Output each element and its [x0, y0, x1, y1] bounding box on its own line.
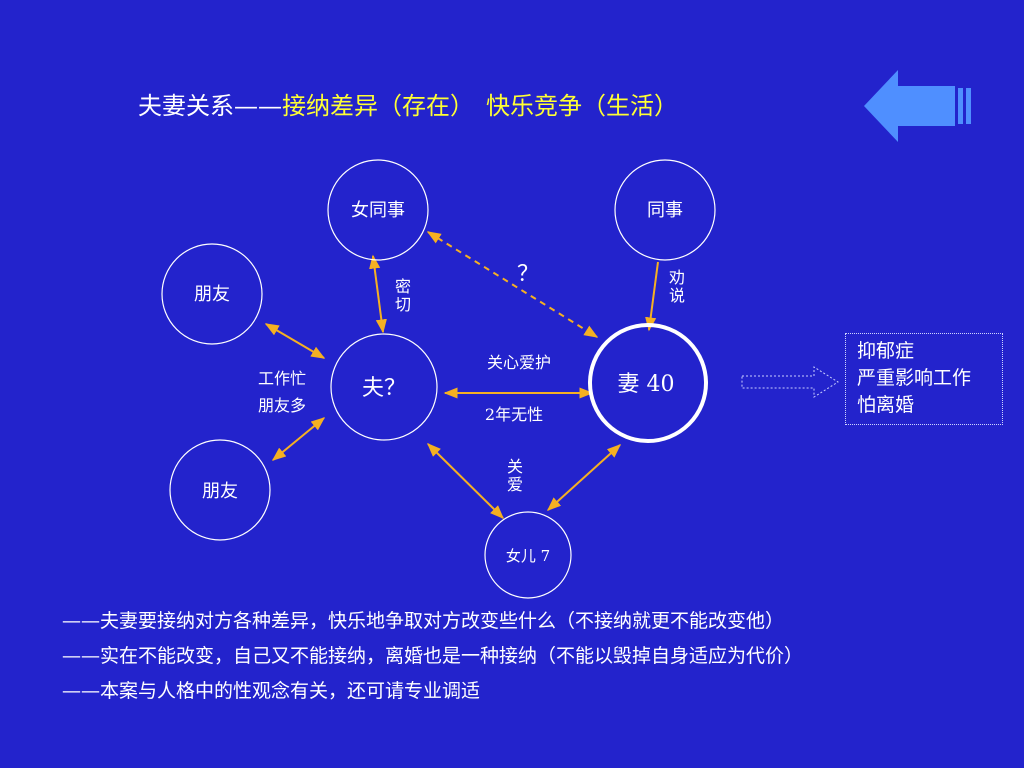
note-line: ——实在不能改变，自己又不能接纳，离婚也是一种接纳（不能以毁掉自身适应为代价）	[62, 645, 804, 667]
edge-female-colleague-wife-dashed	[426, 231, 599, 338]
label-care-1: 关	[507, 457, 523, 476]
label-care-love: 关心爱护	[487, 353, 551, 372]
label-question: ？	[517, 262, 539, 287]
node-daughter-label: 女儿 7	[506, 547, 550, 565]
hollow-right-arrow-icon	[741, 366, 839, 398]
label-busy-work: 工作忙	[258, 369, 306, 388]
node-wife: 妻 40	[588, 323, 708, 443]
node-friend-top: 朋友	[161, 243, 263, 345]
edge-husband-daughter	[427, 443, 504, 519]
label-persuade-1: 劝	[669, 268, 685, 287]
label-many-friends: 朋友多	[258, 396, 306, 415]
node-friend-bottom-label: 朋友	[202, 481, 238, 502]
node-colleague-label: 同事	[647, 200, 683, 221]
edge-wife-daughter	[546, 444, 622, 511]
label-no-sex: 2年无性	[485, 405, 543, 424]
result-line: 抑郁症	[857, 340, 915, 362]
edge-friend-bottom-husband	[271, 417, 326, 461]
node-female-colleague-label: 女同事	[351, 200, 405, 221]
note-line: ——夫妻要接纳对方各种差异，快乐地争取对方改变些什么（不接纳就更不能改变他）	[62, 610, 785, 632]
label-close-1: 密	[395, 277, 411, 296]
slide-title: 夫妻关系——接纳差异（存在） 快乐竞争（生活）	[138, 86, 678, 121]
node-friend-bottom: 朋友	[169, 439, 271, 541]
node-colleague: 同事	[614, 159, 716, 261]
label-close-2: 切	[395, 295, 411, 314]
label-care-2: 爱	[507, 475, 523, 494]
node-husband: 夫？	[330, 333, 438, 441]
node-daughter: 女儿 7	[484, 511, 572, 599]
title-prefix: 夫妻关系——	[138, 92, 282, 120]
edge-colleague-wife	[645, 261, 659, 332]
result-box: 抑郁症 严重影响工作 怕离婚	[845, 333, 1003, 425]
note-line: ——本案与人格中的性观念有关，还可请专业调适	[62, 680, 481, 702]
node-wife-label: 妻 40	[618, 372, 675, 397]
node-female-colleague: 女同事	[327, 159, 429, 261]
node-husband-label: 夫？	[362, 376, 406, 401]
edge-husband-female-colleague	[369, 254, 387, 334]
label-persuade-2: 说	[669, 286, 685, 305]
node-friend-top-label: 朋友	[194, 284, 230, 305]
result-line: 严重影响工作	[857, 367, 972, 389]
edge-friend-top-husband	[264, 323, 326, 359]
title-highlight: 接纳差异（存在） 快乐竞争（生活）	[282, 92, 678, 120]
back-arrow-icon[interactable]	[864, 70, 971, 142]
notes: ——夫妻要接纳对方各种差异，快乐地争取对方改变些什么（不接纳就更不能改变他） —…	[62, 604, 803, 709]
result-line: 怕离婚	[857, 394, 915, 416]
